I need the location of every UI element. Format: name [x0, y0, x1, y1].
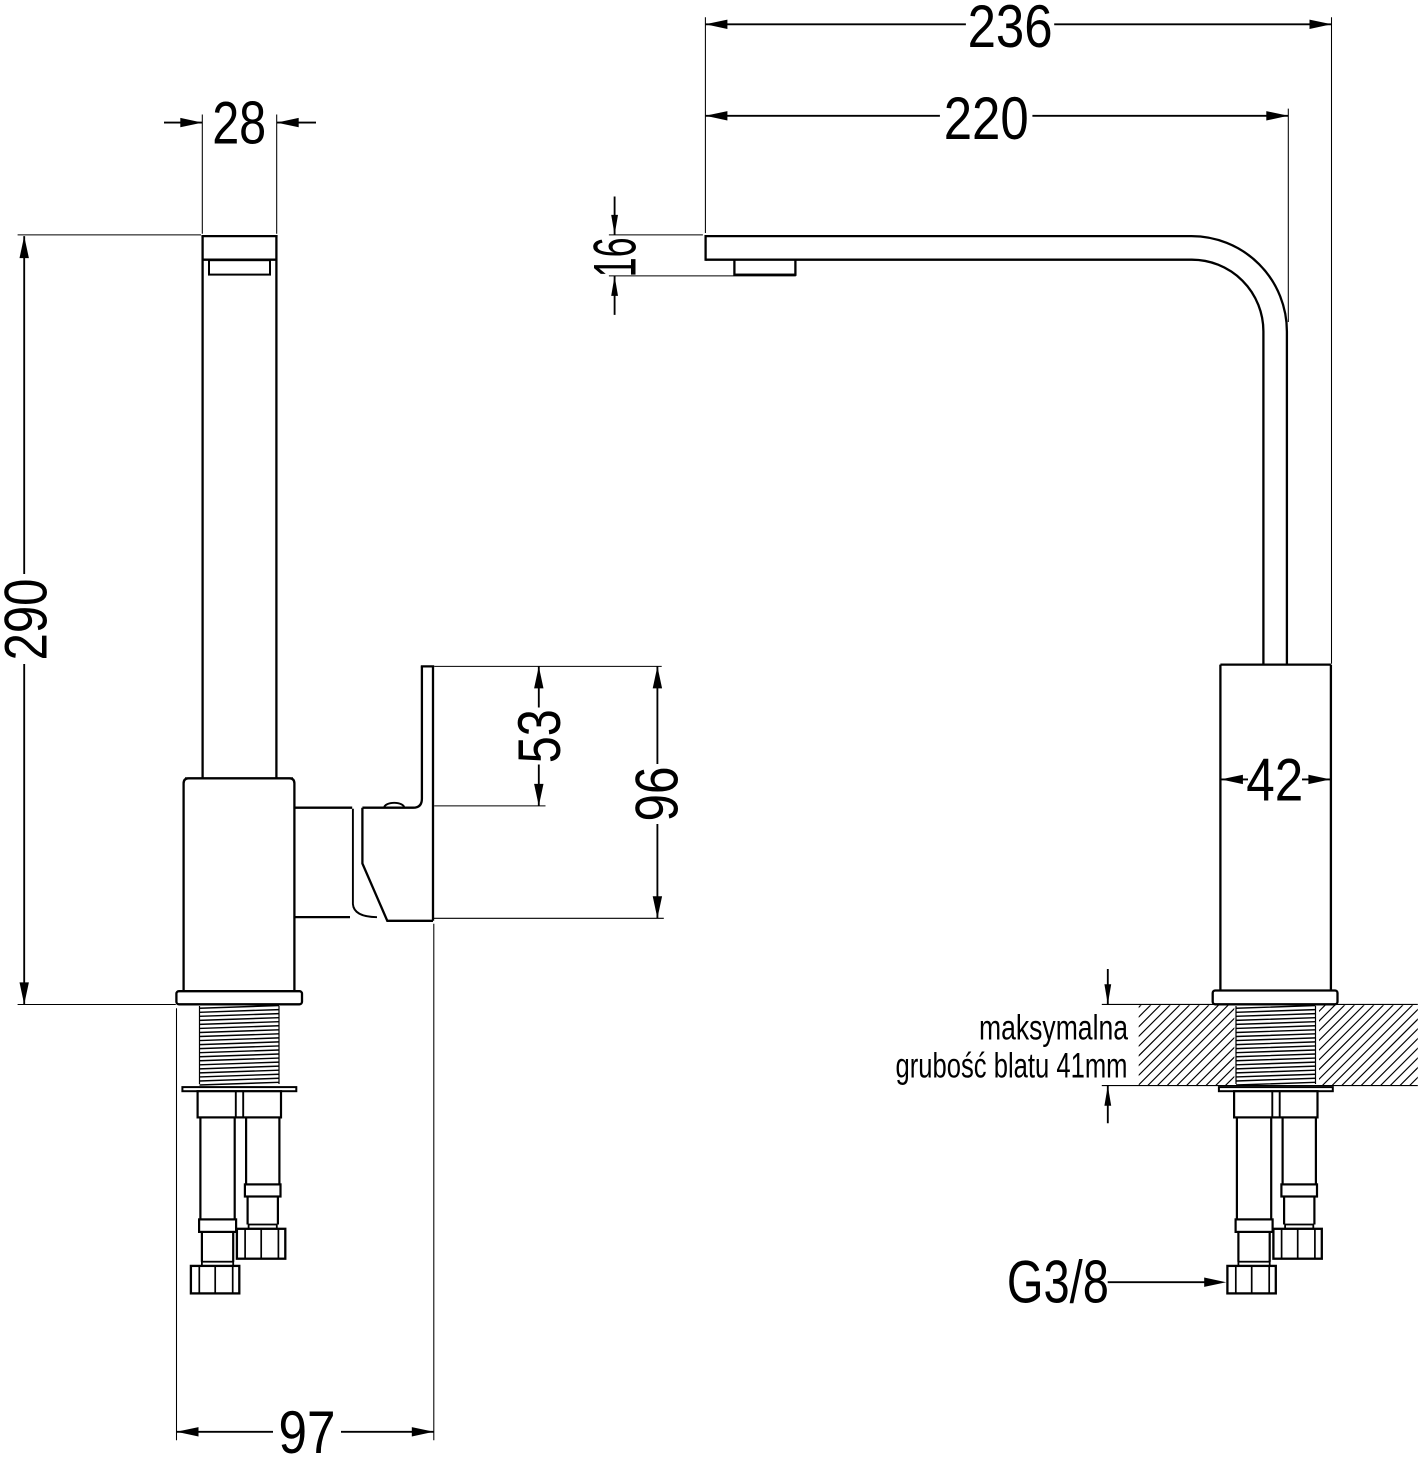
svg-text:220: 220 — [944, 85, 1029, 152]
svg-text:28: 28 — [212, 89, 266, 156]
svg-text:grubość blatu 41mm: grubość blatu 41mm — [896, 1047, 1128, 1086]
svg-text:16: 16 — [582, 237, 649, 277]
svg-text:maksymalna: maksymalna — [979, 1008, 1128, 1047]
svg-text:236: 236 — [968, 0, 1053, 60]
svg-text:53: 53 — [506, 709, 573, 763]
svg-text:290: 290 — [0, 579, 59, 661]
svg-text:97: 97 — [279, 1399, 336, 1459]
svg-text:42: 42 — [1246, 747, 1303, 814]
svg-text:96: 96 — [624, 767, 691, 822]
svg-text:G3/8: G3/8 — [1007, 1249, 1109, 1316]
